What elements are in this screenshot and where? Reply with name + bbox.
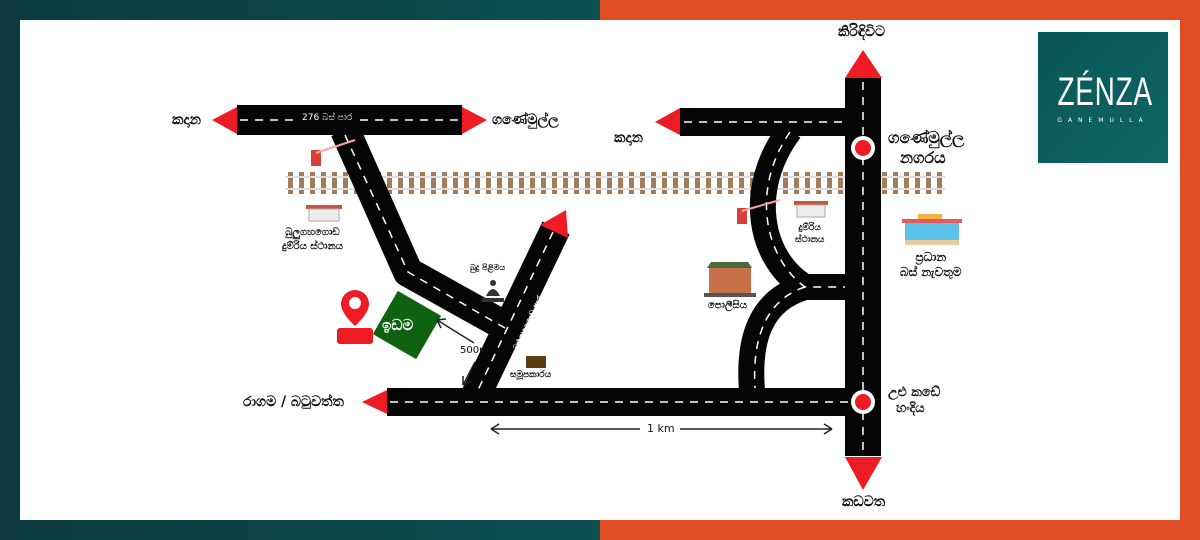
place-bulugahagoda-station: බුලුගහගොඩ දුම්රිය ස්ථානය (282, 226, 343, 254)
road-centerlines (240, 82, 864, 450)
ulu-kade-line1: උළු කඩේ (888, 385, 941, 400)
road-side (462, 221, 570, 402)
train-station-icon (306, 201, 828, 222)
logo-subtitle: GANEMULLA (1057, 117, 1149, 124)
place-kadana-right: කදාන (614, 130, 643, 146)
land-plot (372, 290, 442, 360)
map-card (20, 20, 1180, 520)
bulugahagoda-station-line1: බුලුගහගොඩ (285, 227, 340, 238)
ulu-kade-line2: හංදිය (896, 401, 925, 416)
place-station: දුම්රිය ස්ථානය (795, 222, 824, 246)
arrow-kadana-right (655, 108, 680, 135)
place-bus-stand: ප්‍රධාන බස් නැවතුම (900, 250, 961, 280)
station-line1: දුම්රිය (798, 223, 821, 233)
logo-name: ZÉNZA (1057, 70, 1153, 114)
level-crossing-icon (311, 139, 781, 224)
zenza-logo: ZÉNZA GANEMULLA (1038, 32, 1168, 163)
place-ganemulla: ගණේමුල්ල (492, 112, 559, 128)
place-kadana-left: කදාන (172, 112, 201, 128)
bus-stand-line2: බස් නැවතුම (900, 265, 962, 279)
place-co-op: සමූපකාරය (510, 370, 552, 380)
direction-arrows (212, 50, 882, 490)
land-label: ඉඩම (382, 316, 414, 334)
buddha-statue-icon (482, 280, 504, 302)
arrow-kadawatha (845, 457, 882, 490)
distance-1km: 1 km (647, 422, 675, 435)
ganemulla-town-line1: ගණේමුල්ල (888, 128, 965, 147)
junction-markers (851, 136, 875, 414)
place-buddha-statue: බුදු පිළිමය (470, 263, 506, 272)
bulugahagoda-station-line2: දුම්රිය ස්ථානය (282, 241, 343, 252)
place-kadawatha: කඩවත (842, 494, 886, 510)
place-kiridiwita: කිරිඳිවිට (838, 24, 886, 40)
co-op-icon (526, 356, 546, 368)
place-ragama: රාගම / බටුවත්ත (243, 394, 344, 410)
arrow-kadana-left (212, 107, 237, 134)
place-ulu-kade: උළු කඩේ හංදිය (888, 385, 940, 417)
location-pin-icon (337, 290, 373, 344)
arrow-ganemulla (462, 107, 487, 134)
road-curve-lower (738, 274, 810, 392)
bus-stand-line1: ප්‍රධාන (915, 250, 947, 264)
place-police: පොලීසිය (708, 300, 747, 311)
arrow-kiridiwita (845, 50, 882, 78)
bus-stand-icon (902, 214, 962, 245)
ganemulla-town-line2: නගරය (900, 148, 946, 167)
place-ganemulla-town: ගණේමුල්ල නගරය (888, 128, 964, 168)
police-station-icon (704, 262, 756, 297)
station-line2: ස්ථානය (795, 235, 825, 245)
arrow-side-road (540, 210, 568, 238)
arrow-ragama (362, 390, 387, 414)
bus-route-label: 276 බස් පාර (300, 113, 355, 123)
distance-arrows (436, 318, 833, 435)
distance-500m: 500m (460, 345, 489, 356)
